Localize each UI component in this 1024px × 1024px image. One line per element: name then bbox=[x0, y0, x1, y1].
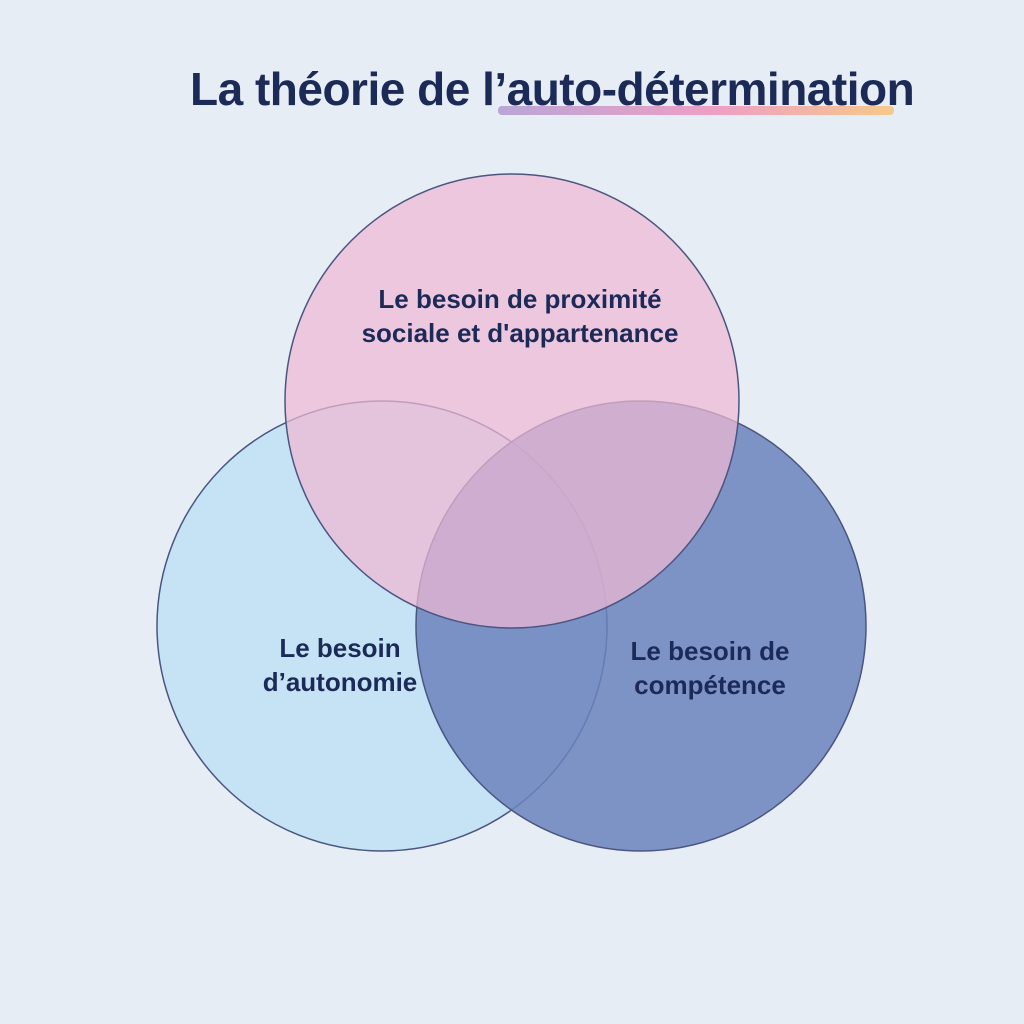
label-competence-line1: Le besoin de bbox=[630, 636, 790, 666]
label-autonomie-line1: Le besoin bbox=[279, 633, 401, 663]
label-autonomie: Le besoin d’autonomie bbox=[210, 631, 470, 699]
label-competence-line2: compétence bbox=[634, 670, 786, 700]
page-title: La théorie de l’auto-détermination bbox=[190, 63, 915, 115]
label-competence: Le besoin de compétence bbox=[580, 634, 840, 702]
title-underline bbox=[498, 106, 894, 115]
title-area: La théorie de l’auto-détermination bbox=[0, 58, 1024, 128]
label-proximite-sociale: Le besoin de proximité sociale et d'appa… bbox=[300, 282, 740, 350]
label-autonomie-line2: d’autonomie bbox=[262, 667, 418, 697]
label-proximite-line2: sociale et d'appartenance bbox=[361, 318, 679, 348]
label-proximite-line1: Le besoin de proximité bbox=[378, 284, 662, 314]
circle-proximite-sociale bbox=[284, 173, 740, 629]
